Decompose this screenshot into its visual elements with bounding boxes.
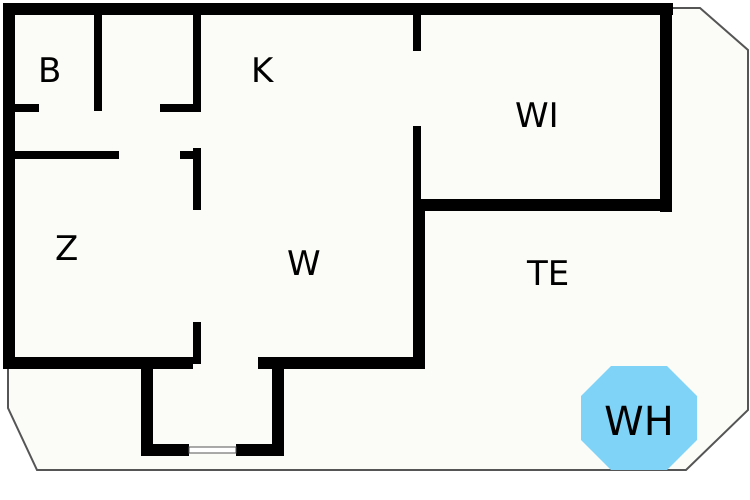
wall-bottom-left — [3, 357, 193, 369]
room-label-wi: WI — [515, 96, 559, 136]
room-label-b: B — [38, 51, 61, 91]
wall-z-top-stub — [180, 151, 200, 159]
wall-vestibule-bottom-right — [236, 444, 284, 456]
room-label-z: Z — [55, 229, 78, 269]
wall-w-right — [413, 199, 425, 369]
wall-wi-bottom — [413, 199, 672, 211]
wall-vestibule-left — [141, 362, 153, 456]
interior-floor — [9, 9, 667, 452]
wh-badge-label: WH — [604, 399, 674, 445]
wall-bottom-right — [258, 357, 425, 369]
wall-wi-left-lower — [413, 126, 421, 205]
room-label-te: TE — [526, 254, 569, 294]
wall-k-left-lower — [193, 148, 201, 210]
wall-vestibule-right — [272, 362, 284, 456]
wall-z-top — [9, 151, 119, 159]
wall-right — [660, 3, 672, 212]
wall-w-bottom-stub — [193, 322, 201, 364]
room-label-k: K — [251, 51, 275, 91]
wall-vestibule-bottom-left — [141, 444, 189, 456]
entrance-window — [188, 446, 237, 454]
wall-b-right — [94, 9, 102, 111]
wh-badge: WH — [581, 366, 697, 470]
wall-b-bottom-stub — [9, 104, 39, 112]
wall-left — [3, 3, 15, 368]
walls — [3, 3, 673, 456]
wall-wi-left-upper — [413, 9, 421, 51]
wall-k-left-upper — [193, 9, 201, 112]
wall-top — [5, 3, 673, 15]
room-label-w: W — [287, 244, 321, 284]
wh-badge-octagon — [581, 366, 697, 470]
wall-hall-stub — [160, 104, 200, 112]
